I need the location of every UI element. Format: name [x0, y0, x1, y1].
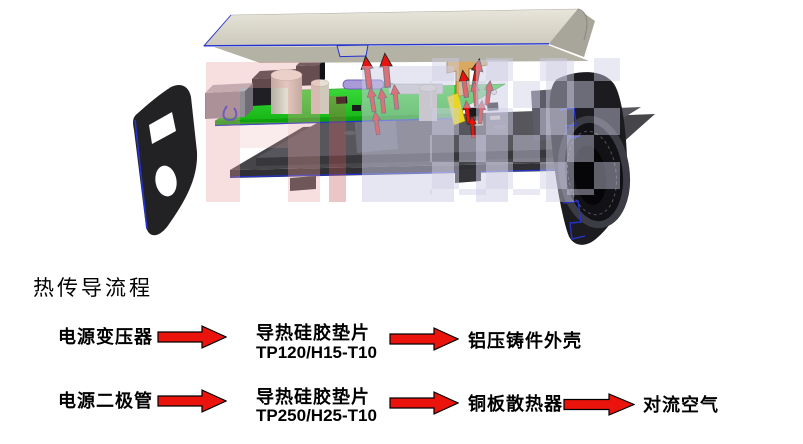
top-cover-shell [202, 8, 595, 63]
flow1-pad-name: 导热硅胶垫片 [256, 323, 370, 343]
flow-arrow-icon [563, 393, 635, 416]
watermark-blocks [206, 58, 620, 202]
input-connector-box [205, 83, 253, 122]
cover-notch [336, 44, 369, 58]
flow-heading: 热传导流程 [33, 276, 153, 300]
flow1-pad-model: TP120/H15-T10 [256, 343, 377, 362]
flow2-target2-label: 对流空气 [643, 395, 719, 415]
smd-chip [352, 105, 361, 111]
left-end-plate [133, 85, 198, 236]
flow2-source-label: 电源二极管 [58, 391, 153, 411]
flow1-source-label: 电源变压器 [58, 327, 153, 347]
capacitor-cylinders [270, 69, 330, 114]
plate-slot-cutout [149, 112, 176, 144]
flow-arrow-icon [157, 325, 227, 349]
flow2-pad-model: TP250/H25-T10 [256, 406, 377, 425]
smd-chip [336, 96, 348, 104]
plate-round-cutout [155, 165, 177, 197]
flow1-target-label: 铝压铸件外壳 [468, 331, 582, 351]
exploded-view-diagram [133, 8, 655, 245]
flow2-pad-name: 导热硅胶垫片 [256, 387, 370, 407]
flow-arrow-icon [157, 389, 227, 413]
flow-arrow-icon [389, 391, 459, 415]
flow2-target1-label: 铜板散热器 [468, 394, 563, 414]
flow-arrow-icon [389, 327, 459, 351]
